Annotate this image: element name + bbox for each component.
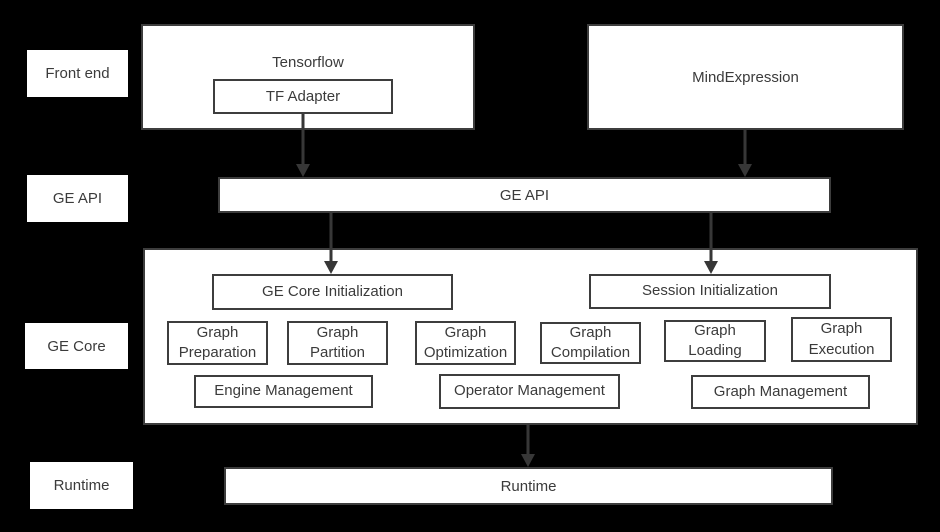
module-box-graph-optimization: Graph Optimization (415, 321, 516, 365)
arrow-head (704, 261, 718, 274)
mindexpression-box: MindExpression (587, 24, 904, 130)
arrow-shaft (301, 114, 305, 167)
row-label-ge-core: GE Core (25, 323, 128, 369)
ge-core-initialization-box: GE Core Initialization (212, 274, 453, 310)
arrow-down-icon-mindexpression-to-ge-api (738, 130, 752, 177)
arrow-head (324, 261, 338, 274)
module-box-operator-management: Operator Management (439, 374, 620, 409)
module-box-graph-compilation: Graph Compilation (540, 322, 641, 364)
row-label-front-end: Front end (27, 50, 128, 97)
arrow-down-icon-ge-api-to-session-init (704, 213, 718, 274)
row-label-runtime: Runtime (30, 462, 133, 509)
tensorflow-box: Tensorflow TF Adapter (141, 24, 475, 130)
arrow-shaft (709, 213, 713, 264)
arrow-down-icon-ge-api-to-ge-core-init (324, 213, 338, 274)
module-box-graph-partition: Graph Partition (287, 321, 388, 365)
arrow-shaft (743, 130, 747, 167)
arrow-down-icon-ge-core-to-runtime (521, 425, 535, 467)
arrow-head (296, 164, 310, 177)
runtime-bar: Runtime (224, 467, 833, 505)
module-box-graph-execution: Graph Execution (791, 317, 892, 362)
module-box-engine-management: Engine Management (194, 375, 373, 408)
arrow-shaft (329, 213, 333, 264)
ge-core-box: GE Core Initialization Session Initializ… (143, 248, 918, 425)
arrow-head (738, 164, 752, 177)
tf-adapter-box: TF Adapter (213, 79, 393, 114)
session-initialization-box: Session Initialization (589, 274, 831, 309)
tensorflow-label: Tensorflow (272, 54, 344, 71)
arrow-shaft (526, 425, 530, 457)
ge-api-bar: GE API (218, 177, 831, 213)
row-label-ge-api: GE API (27, 175, 128, 222)
module-box-graph-loading: Graph Loading (664, 320, 766, 362)
module-box-graph-management: Graph Management (691, 375, 870, 409)
arrow-down-icon-tf-adapter-to-ge-api (296, 114, 310, 177)
arrow-head (521, 454, 535, 467)
module-box-graph-preparation: Graph Preparation (167, 321, 268, 365)
